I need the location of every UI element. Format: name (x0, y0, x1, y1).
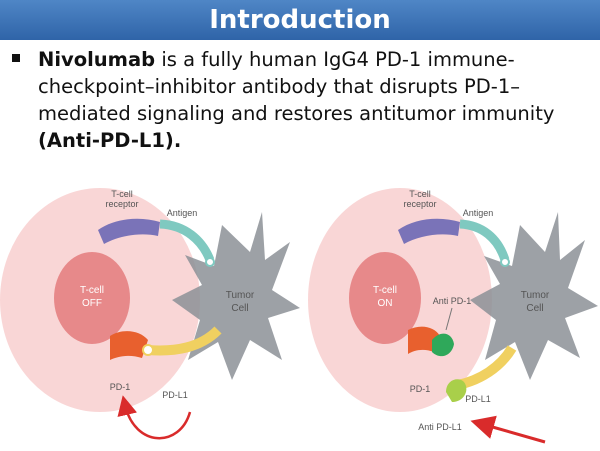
tcell-inner (349, 252, 421, 344)
anti-pd1-antibody (432, 333, 454, 357)
tcell-receptor-label-line2: receptor (403, 199, 436, 209)
square-bullet-icon (12, 54, 20, 62)
antigen-label: Antigen (463, 208, 494, 218)
emphasis-text: (Anti-PD-L1) (38, 129, 174, 152)
tcell-receptor (398, 218, 460, 244)
antigen (459, 219, 510, 262)
tumor-label-line1: Tumor (226, 290, 255, 301)
pdl1-tip (142, 344, 154, 356)
left-panel: T-cell OFF Tumor Cell T-cell receptor An… (0, 188, 300, 440)
pd1-label: PD-1 (410, 384, 431, 394)
tcell-receptor (98, 218, 160, 244)
bullet-text: Nivolumab is a fully human IgG4 PD-1 imm… (38, 46, 595, 154)
red-arrow-icon (470, 415, 546, 444)
bullet-point: Nivolumab is a fully human IgG4 PD-1 imm… (10, 46, 595, 154)
slide-title: Introduction (209, 5, 391, 35)
pd1-receptor (110, 331, 148, 360)
title-bar: Introduction (0, 0, 600, 40)
right-panel: T-cell ON Tumor Cell T-cell receptor Ant… (308, 188, 598, 444)
bullet-end: . (173, 129, 182, 152)
anti-pdl1-label: Anti PD-L1 (418, 422, 462, 432)
tcell-receptor-label-line1: T-cell (111, 189, 133, 199)
pdl1-ligand (147, 326, 222, 356)
tcell-inner (54, 252, 130, 344)
tumor-label-line1: Tumor (521, 290, 550, 301)
anti-pdl1-antibody (446, 379, 467, 402)
anti-pd1-label: Anti PD-1 (433, 296, 472, 306)
antigen-tip (205, 257, 215, 267)
pdl1-label: PD-L1 (465, 394, 491, 404)
tcell-state-line2: OFF (82, 298, 102, 309)
drug-name: Nivolumab (38, 48, 156, 71)
pd1-label: PD-1 (110, 382, 131, 392)
pdl1-label: PD-L1 (162, 390, 188, 400)
tcell-receptor-label-line2: receptor (105, 199, 138, 209)
antigen-tip (500, 257, 510, 267)
curved-arrow-icon (117, 395, 192, 440)
tcell-state-line1: T-cell (80, 285, 104, 296)
mechanism-diagram: T-cell OFF Tumor Cell T-cell receptor An… (0, 188, 598, 444)
tcell-state-line2: ON (378, 298, 393, 309)
tcell-state-line1: T-cell (373, 285, 397, 296)
tumor-label-line2: Cell (526, 303, 543, 314)
tcell-receptor-label-line1: T-cell (409, 189, 431, 199)
tumor-label-line2: Cell (231, 303, 248, 314)
anti-pd1-pointer (445, 307, 453, 331)
antigen-label: Antigen (167, 208, 198, 218)
tumor-cell (470, 212, 598, 380)
bullet-body: is a fully human IgG4 PD-1 immune-checkp… (38, 48, 555, 125)
antigen (159, 219, 215, 262)
